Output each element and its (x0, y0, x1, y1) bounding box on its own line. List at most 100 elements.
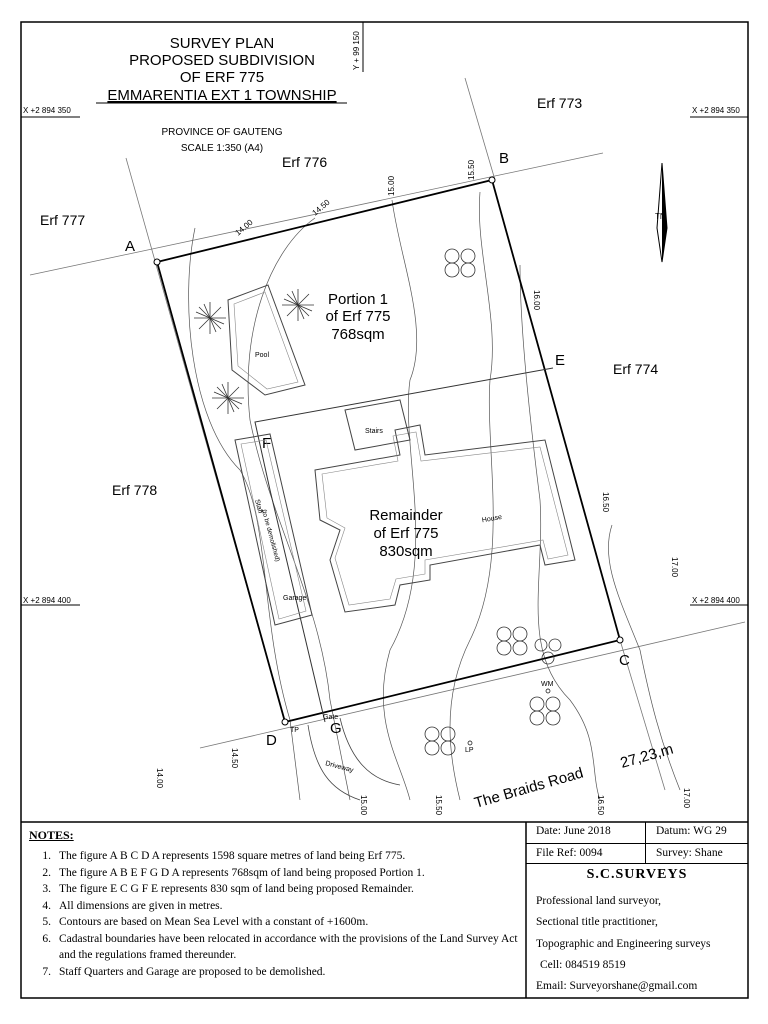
contour-label-14-50-top: 14.50 (311, 197, 333, 217)
contour-15-00 (382, 199, 418, 801)
pool-label: Pool (255, 352, 269, 359)
note-item: 4.All dimensions are given in metres. (29, 898, 521, 915)
note-item: 6. Cadastral boundaries have been relocat… (29, 931, 521, 964)
date-cell: Date: June 2018 (526, 822, 646, 844)
remainder-line-2: of Erf 775 (373, 525, 438, 542)
house-label: House (481, 514, 502, 524)
notes-panel: NOTES: 1.The figure A B C D A represents… (21, 822, 526, 998)
note-item: 1.The figure A B C D A represents 1598 s… (29, 848, 521, 865)
driveway-edge-left (307, 724, 361, 801)
notes-heading: NOTES: (29, 828, 74, 842)
note-number: 4. (42, 899, 51, 912)
wm-label: WM (541, 681, 554, 688)
title-line-4: EMMARENTIA EXT 1 TOWNSHIP (107, 87, 336, 104)
firm-email: Email: Surveyorshane@gmail.com (536, 980, 698, 992)
contour-label-15-00-bottom: 15.00 (359, 795, 368, 816)
note-number: 2. (42, 866, 51, 879)
tree-3-icon (534, 638, 562, 665)
title-line-3: OF ERF 775 (180, 69, 264, 86)
palm-tree-1-icon (194, 302, 226, 334)
tree-4-icon (529, 696, 561, 726)
round-trees (424, 248, 562, 756)
beacon-a-marker (153, 258, 161, 266)
driveway-lines (307, 717, 401, 801)
contour-label-16-00: 16.00 (532, 290, 541, 311)
note-item: 2. The figure A B E F G D A represents 76… (29, 865, 521, 882)
portion1-line-2: of Erf 775 (325, 308, 390, 325)
scale-label: SCALE 1:350 (A4) (181, 143, 263, 154)
erf774-label: Erf 774 (613, 361, 658, 377)
coordinate-grid: Y + 99 150 X +2 894 350 X +2 894 350 X +… (21, 22, 748, 606)
staff-label: Staff (253, 499, 263, 515)
contour-16-50 (608, 524, 681, 791)
stairs-label: Stairs (365, 428, 383, 435)
erf773-label: Erf 773 (537, 95, 582, 111)
house-outline (314, 424, 576, 613)
contour-label-14-50-bottom: 14.50 (230, 748, 239, 769)
contour-lines (188, 191, 681, 801)
title-block-heading: SURVEY PLAN PROPOSED SUBDIVISION OF ERF … (96, 35, 347, 154)
driveway-label: Driveway (324, 760, 354, 774)
erf778-label: Erf 778 (112, 482, 157, 498)
contour-16-00 (519, 264, 601, 801)
contour-label-16-50-bottom: 16.50 (596, 795, 605, 816)
note-item: 5. Contours are based on Mean Sea Level w… (29, 914, 521, 931)
note-text: Cadastral boundaries have been relocated… (59, 932, 518, 962)
beacon-b-marker (488, 176, 496, 184)
surveyor-title-block: Date: June 2018 Datum: WG 29 File Ref: 0… (526, 822, 748, 998)
lp-marker (467, 740, 473, 746)
note-text: Contours are based on Mean Sea Level wit… (59, 916, 369, 928)
remainder-area: 830sqm (379, 543, 432, 560)
note-number: 6. (42, 932, 51, 945)
beacon-d-marker (281, 718, 289, 726)
tp-label: TP (290, 727, 299, 734)
survey-value: Survey: Shane (656, 847, 723, 859)
notes-list: 1.The figure A B C D A represents 1598 s… (29, 848, 521, 980)
erf774-boundary-extension (619, 639, 666, 791)
lp-label: LP (465, 747, 474, 754)
datum-cell: Datum: WG 29 (646, 822, 748, 844)
beacon-e-label: E (555, 352, 565, 369)
beacon-b-label: B (499, 150, 509, 167)
survey-cell: Survey: Shane (646, 844, 748, 864)
tree-1-icon (444, 248, 476, 278)
driveway-edge-right (339, 717, 401, 786)
note-text: Staff Quarters and Garage are proposed t… (59, 965, 326, 978)
note-item: 3.The figure E C G F E represents 830 sq… (29, 881, 521, 898)
beacon-markers (153, 176, 624, 726)
firm-line-1: Professional land surveyor, (536, 895, 662, 907)
staff-quarters-inner-outline (240, 439, 307, 620)
file-ref-cell: File Ref: 0094 (526, 844, 646, 864)
province-label: PROVINCE OF GAUTENG (161, 127, 282, 138)
note-text: The figure E C G F E represents 830 sqm … (59, 883, 414, 895)
note-number: 7. (42, 965, 51, 978)
contour-labels: 14.00 14.50 15.00 15.50 16.00 16.50 17.0… (155, 159, 691, 815)
demolish-label: (to be demolished) (260, 509, 281, 563)
remainder-line-1: Remainder (369, 507, 442, 524)
title-line-1: SURVEY PLAN (170, 35, 275, 52)
firm-line-2: Sectional title practitioner, (536, 916, 658, 928)
contour-label-14-00-bottom: 14.00 (155, 768, 164, 789)
firm-name: S.C.SURVEYS (586, 867, 688, 882)
palm-trees (194, 289, 314, 414)
contour-label-15-50-bottom: 15.50 (434, 795, 443, 816)
palm-tree-2-icon (282, 289, 314, 321)
firm-line-3: Topographic and Engineering surveys (536, 938, 711, 950)
wm-marker (545, 688, 551, 694)
grid-x-label-mid-left: X +2 894 400 (23, 596, 71, 605)
contour-label-15-50-top: 15.50 (467, 159, 476, 180)
beacon-c-marker (616, 636, 624, 644)
gate-label: Gate (323, 714, 338, 721)
note-text: The figure A B E F G D A represents 768s… (59, 866, 425, 879)
north-label: TN (655, 212, 666, 221)
note-number: 5. (42, 916, 51, 928)
grid-x-label-top-left: X +2 894 350 (23, 106, 71, 115)
contour-15-50 (449, 191, 494, 801)
contour-label-17-00-right: 17.00 (670, 557, 679, 578)
palm-tree-3-icon (212, 382, 244, 414)
note-item: 7. Staff Quarters and Garage are proposed… (29, 964, 521, 981)
beacon-g-label: G (330, 720, 342, 737)
north-arrow-icon: TN (655, 162, 668, 263)
beacon-a-label: A (125, 238, 135, 255)
grid-x-label-mid-right: X +2 894 400 (692, 596, 740, 605)
